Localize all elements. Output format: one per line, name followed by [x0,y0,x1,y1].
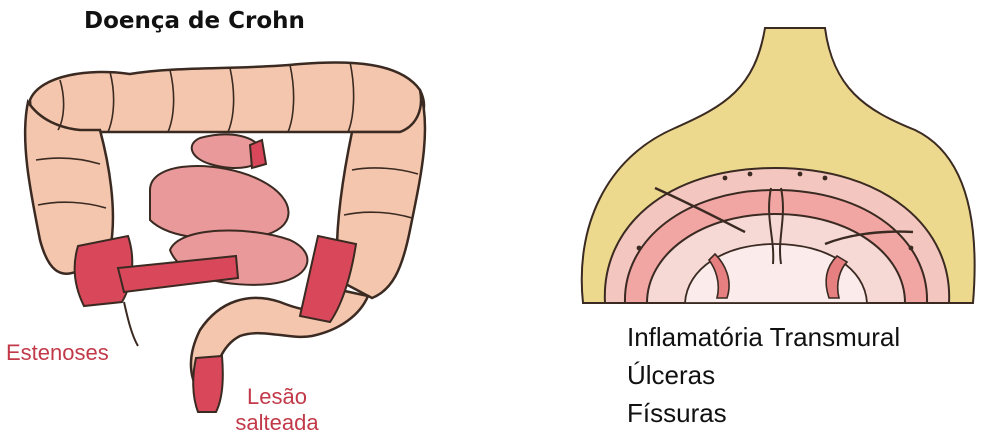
feature-ulcers: Úlceras [627,356,900,394]
skip-lesion-line-2: salteada [232,410,322,436]
skip-lesion-line-1: Lesão [232,384,322,410]
stenoses-label: Estenoses [6,340,109,366]
feature-list: Inflamatória Transmural Úlceras Físsuras [627,318,900,432]
skip-lesion-label: Lesão salteada [232,384,322,436]
feature-transmural: Inflamatória Transmural [627,318,900,356]
feature-fissures: Físsuras [627,394,900,432]
transmural-cross-section [575,18,980,308]
colon-illustration [0,40,440,440]
diagram-title: Doença de Crohn [84,8,305,34]
